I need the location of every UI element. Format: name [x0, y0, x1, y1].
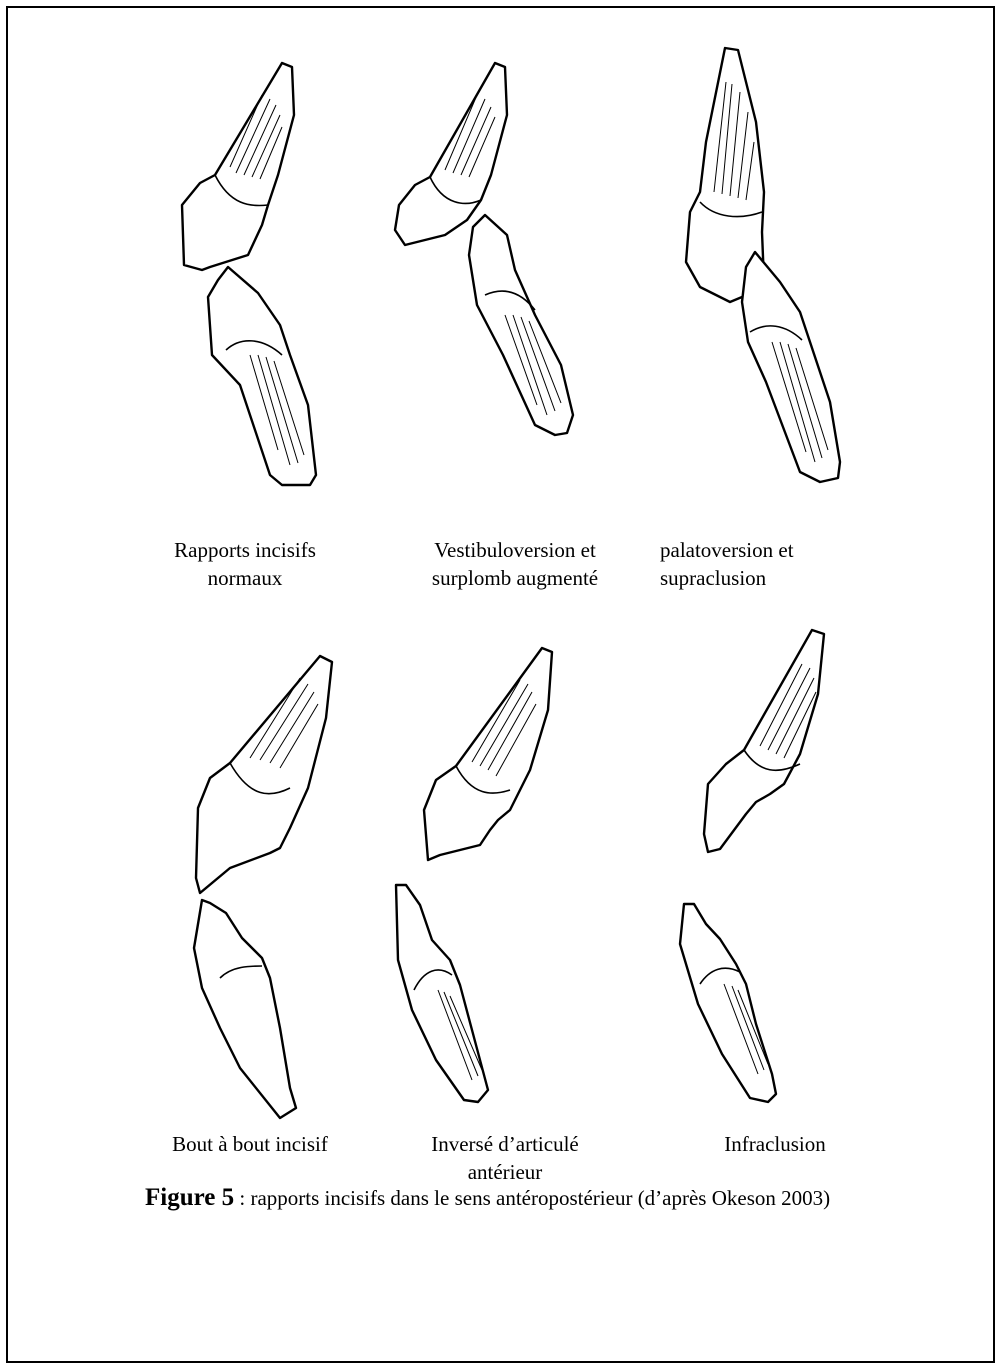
label-normal-line1: Rapports incisifs	[145, 536, 345, 564]
lower-incisor	[742, 252, 840, 482]
lower-incisor	[208, 267, 316, 485]
upper-incisor	[196, 656, 332, 893]
upper-incisor	[424, 648, 552, 860]
lower-incisor	[194, 900, 296, 1118]
label-palatoversion: palatoversion et supraclusion	[660, 536, 860, 592]
label-palatoversion-line2: supraclusion	[660, 564, 860, 592]
lower-incisor	[680, 904, 776, 1102]
label-normal-line2: normaux	[145, 564, 345, 592]
diagram-palatoversion	[670, 42, 860, 502]
diagram-vestibuloversion	[385, 55, 585, 505]
label-vestibuloversion-line1: Vestibuloversion et	[400, 536, 630, 564]
label-infraclusion-line1: Infraclusion	[675, 1130, 875, 1158]
label-vestibuloversion: Vestibuloversion et surplomb augmenté	[400, 536, 630, 592]
label-anterior-crossbite: Inversé d’articulé antérieur	[385, 1130, 625, 1186]
label-vestibuloversion-line2: surplomb augmenté	[400, 564, 630, 592]
figure-number: Figure 5	[145, 1184, 234, 1211]
upper-incisor	[395, 63, 507, 245]
diagram-normal-incisor-relation	[170, 55, 340, 505]
figure-caption: Figure 5 : rapports incisifs dans le sen…	[145, 1184, 830, 1212]
label-edge-to-edge-line1: Bout à bout incisif	[140, 1130, 360, 1158]
diagram-anterior-crossbite	[380, 640, 580, 1120]
upper-incisor	[182, 63, 294, 270]
diagram-edge-to-edge	[180, 648, 350, 1128]
upper-incisor	[704, 630, 824, 852]
label-palatoversion-line1: palatoversion et	[660, 536, 860, 564]
label-edge-to-edge: Bout à bout incisif	[140, 1130, 360, 1158]
label-normal: Rapports incisifs normaux	[145, 536, 345, 592]
label-infraclusion: Infraclusion	[675, 1130, 875, 1158]
figure-caption-text: : rapports incisifs dans le sens antérop…	[234, 1186, 830, 1210]
label-anterior-crossbite-line2: antérieur	[385, 1158, 625, 1186]
diagram-infraclusion	[660, 624, 850, 1114]
lower-incisor	[469, 215, 573, 435]
label-anterior-crossbite-line1: Inversé d’articulé	[385, 1130, 625, 1158]
lower-incisor	[396, 885, 488, 1102]
